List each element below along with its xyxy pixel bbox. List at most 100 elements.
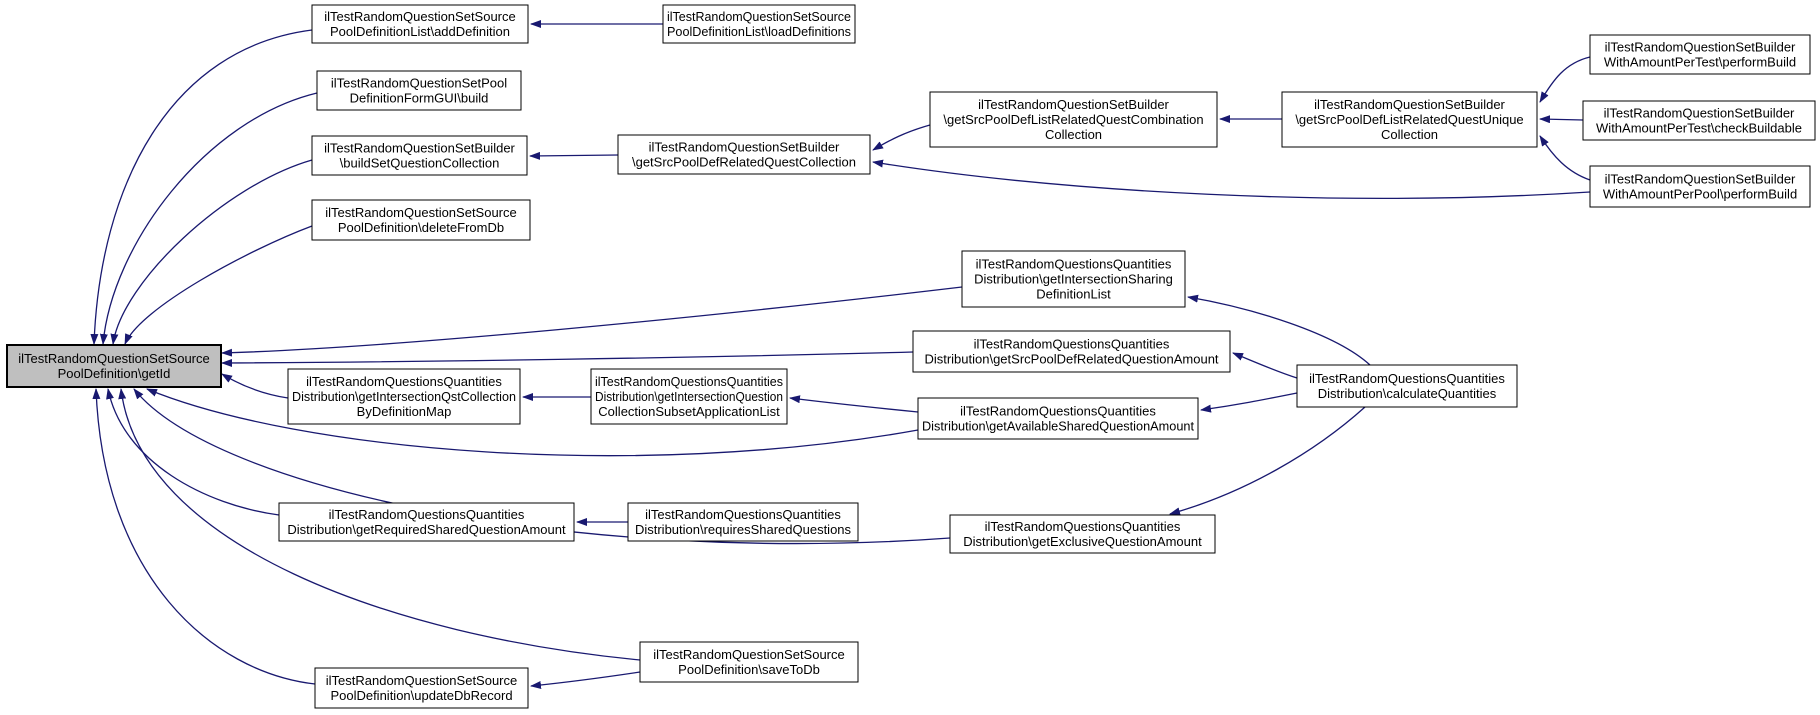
node-box-perTestPerformBuild[interactable]: [1589, 34, 1811, 75]
node-label-line: ilTestRandomQuestionSetBuilder: [1605, 172, 1796, 187]
edge-getIntersectionQstCollectionByDefinitionMap--getId: [221, 373, 289, 399]
node-label-line: ilTestRandomQuestionsQuantities: [306, 374, 502, 389]
node-label-line: ilTestRandomQuestionsQuantities: [976, 257, 1172, 272]
node-label-line: ilTestRandomQuestionSetSource: [324, 9, 516, 24]
node-box-buildSetQuestionCollection[interactable]: [311, 135, 528, 176]
node-box-requiresSharedQuestions[interactable]: [627, 502, 859, 542]
node-perTestCheckBuildable[interactable]: ilTestRandomQuestionSetBuilderWithAmount…: [1582, 100, 1816, 141]
node-box-getIntersectionQuestionCollectionSubsetApplicationList[interactable]: [590, 368, 788, 425]
node-label-line: Distribution\getRequiredSharedQuestionAm…: [287, 522, 566, 537]
edge-perTestPerformBuild--uniqueCollection: [1539, 56, 1591, 103]
node-label-line: PoolDefinition\deleteFromDb: [338, 220, 504, 235]
edge-getSrcPoolDefRelatedQuestionAmount--getId: [221, 351, 914, 367]
edge-getAvailableSharedQuestionAmount--getId: [146, 388, 919, 457]
node-box-perTestCheckBuildable[interactable]: [1582, 100, 1816, 141]
node-getAvailableSharedQuestionAmount[interactable]: ilTestRandomQuestionsQuantitiesDistribut…: [917, 397, 1199, 440]
node-box-combinationCollection[interactable]: [929, 91, 1218, 148]
edge-calculateQuantities--getAvailableSharedQuestionAmount: [1200, 392, 1298, 413]
node-label-line: ilTestRandomQuestionsQuantities: [1309, 371, 1505, 386]
node-label-line: Distribution\calculateQuantities: [1318, 386, 1497, 401]
node-box-saveToDb[interactable]: [639, 641, 859, 683]
edge-calculateQuantities--getExclusiveQuestionAmount: [1169, 406, 1366, 516]
node-label-line: PoolDefinition\saveToDb: [678, 662, 820, 677]
node-getSrcPoolDefRelatedQuestionAmount[interactable]: ilTestRandomQuestionsQuantitiesDistribut…: [912, 330, 1231, 373]
node-label-line: \buildSetQuestionCollection: [340, 156, 500, 171]
edge-deleteFromDb--getId: [124, 225, 313, 345]
node-saveToDb[interactable]: ilTestRandomQuestionSetSourcePoolDefinit…: [639, 641, 859, 683]
node-label-line: Collection: [1381, 127, 1438, 142]
node-box-getIntersectionQstCollectionByDefinitionMap[interactable]: [287, 368, 521, 425]
node-box-deleteFromDb[interactable]: [311, 199, 531, 241]
node-label-line: ilTestRandomQuestionsQuantities: [985, 519, 1181, 534]
node-addDefinition[interactable]: ilTestRandomQuestionSetSourcePoolDefinit…: [311, 4, 529, 44]
node-label-line: ilTestRandomQuestionSetBuilder: [324, 141, 515, 156]
node-box-getSrcPoolDefRelatedQuestionAmount[interactable]: [912, 330, 1231, 373]
node-getIntersectionQstCollectionByDefinitionMap[interactable]: ilTestRandomQuestionsQuantitiesDistribut…: [287, 368, 521, 425]
node-calculateQuantities[interactable]: ilTestRandomQuestionsQuantitiesDistribut…: [1296, 364, 1518, 408]
node-box-updateDbRecord[interactable]: [314, 667, 529, 709]
node-perTestPerformBuild[interactable]: ilTestRandomQuestionSetBuilderWithAmount…: [1589, 34, 1811, 75]
node-label-line: ilTestRandomQuestionSetBuilder: [1605, 40, 1796, 55]
node-label-line: Collection: [1045, 127, 1102, 142]
node-perPoolPerformBuild[interactable]: ilTestRandomQuestionSetBuilderWithAmount…: [1589, 165, 1811, 208]
node-box-getId[interactable]: [6, 344, 222, 388]
node-getIntersectionQuestionCollectionSubsetApplicationList[interactable]: ilTestRandomQuestionsQuantitiesDistribut…: [590, 368, 788, 425]
node-label-line: Distribution\getExclusiveQuestionAmount: [963, 534, 1202, 549]
node-box-calculateQuantities[interactable]: [1296, 364, 1518, 408]
node-label-line: WithAmountPerTest\checkBuildable: [1596, 121, 1802, 136]
node-loadDefinitions[interactable]: ilTestRandomQuestionSetSourcePoolDefinit…: [662, 4, 856, 44]
edge-saveToDb--updateDbRecord: [530, 671, 641, 689]
node-box-loadDefinitions[interactable]: [662, 4, 856, 44]
node-combinationCollection[interactable]: ilTestRandomQuestionSetBuilder\getSrcPoo…: [929, 91, 1218, 148]
node-formGuiBuild[interactable]: ilTestRandomQuestionSetPoolDefinitionFor…: [316, 70, 522, 111]
node-box-formGuiBuild[interactable]: [316, 70, 522, 111]
edge-updateDbRecord--getId: [92, 388, 316, 685]
node-box-getExclusiveQuestionAmount[interactable]: [949, 514, 1216, 554]
edge-calculateQuantities--getIntersectionSharingDefinitionList: [1187, 294, 1371, 366]
node-label-line: ByDefinitionMap: [357, 404, 452, 419]
node-label-line: Distribution\getIntersectionQuestion: [595, 389, 783, 404]
node-uniqueCollection[interactable]: ilTestRandomQuestionSetBuilder\getSrcPoo…: [1281, 91, 1538, 148]
node-label-line: ilTestRandomQuestionsQuantities: [329, 507, 525, 522]
edge-combinationCollection--getSrcPoolDefRelatedQuestCollection: [872, 124, 931, 151]
edge-getRequiredSharedQuestionAmount--getId: [106, 388, 280, 516]
node-getIntersectionSharingDefinitionList[interactable]: ilTestRandomQuestionsQuantitiesDistribut…: [961, 250, 1186, 308]
node-label-line: Distribution\getAvailableSharedQuestionA…: [922, 419, 1194, 434]
node-label-line: PoolDefinition\updateDbRecord: [330, 688, 512, 703]
node-box-getSrcPoolDefRelatedQuestCollection[interactable]: [617, 134, 871, 175]
node-box-uniqueCollection[interactable]: [1281, 91, 1538, 148]
node-requiresSharedQuestions[interactable]: ilTestRandomQuestionsQuantitiesDistribut…: [627, 502, 859, 542]
node-buildSetQuestionCollection[interactable]: ilTestRandomQuestionSetBuilder\buildSetQ…: [311, 135, 528, 176]
node-label-line: ilTestRandomQuestionsQuantities: [974, 337, 1170, 352]
node-box-addDefinition[interactable]: [311, 4, 529, 44]
node-getExclusiveQuestionAmount[interactable]: ilTestRandomQuestionsQuantitiesDistribut…: [949, 514, 1216, 554]
edge-perPoolPerformBuild--uniqueCollection: [1539, 135, 1591, 181]
node-box-getRequiredSharedQuestionAmount[interactable]: [278, 502, 575, 542]
edge-perPoolPerformBuild--getSrcPoolDefRelatedQuestCollection: [872, 159, 1591, 199]
node-label-line: WithAmountPerPool\performBuild: [1603, 187, 1797, 202]
edge-saveToDb--getId: [118, 388, 641, 661]
node-getId[interactable]: ilTestRandomQuestionSetSourcePoolDefinit…: [6, 344, 222, 388]
node-box-getIntersectionSharingDefinitionList[interactable]: [961, 250, 1186, 308]
node-label-line: PoolDefinitionList\addDefinition: [330, 24, 510, 39]
edge-addDefinition--getId: [90, 29, 313, 345]
node-updateDbRecord[interactable]: ilTestRandomQuestionSetSourcePoolDefinit…: [314, 667, 529, 709]
node-label-line: ilTestRandomQuestionSetBuilder: [978, 97, 1169, 112]
node-label-line: DefinitionFormGUI\build: [350, 91, 489, 106]
node-label-line: ilTestRandomQuestionSetSource: [326, 673, 518, 688]
node-label-line: Distribution\getIntersectionSharing: [974, 272, 1173, 287]
node-getRequiredSharedQuestionAmount[interactable]: ilTestRandomQuestionsQuantitiesDistribut…: [278, 502, 575, 542]
node-label-line: ilTestRandomQuestionsQuantities: [960, 404, 1156, 419]
node-label-line: WithAmountPerTest\performBuild: [1604, 55, 1796, 70]
node-box-getAvailableSharedQuestionAmount[interactable]: [917, 397, 1199, 440]
node-deleteFromDb[interactable]: ilTestRandomQuestionSetSourcePoolDefinit…: [311, 199, 531, 241]
node-label-line: ilTestRandomQuestionSetBuilder: [649, 140, 840, 155]
edge-getSrcPoolDefRelatedQuestCollection--buildSetQuestionCollection: [529, 151, 619, 160]
node-label-line: Distribution\getIntersectionQstCollectio…: [292, 389, 516, 404]
node-label-line: \getSrcPoolDefRelatedQuestCollection: [632, 155, 856, 170]
node-getSrcPoolDefRelatedQuestCollection[interactable]: ilTestRandomQuestionSetBuilder\getSrcPoo…: [617, 134, 871, 175]
node-box-perPoolPerformBuild[interactable]: [1589, 165, 1811, 208]
node-label-line: Distribution\getSrcPoolDefRelatedQuestio…: [924, 352, 1218, 367]
